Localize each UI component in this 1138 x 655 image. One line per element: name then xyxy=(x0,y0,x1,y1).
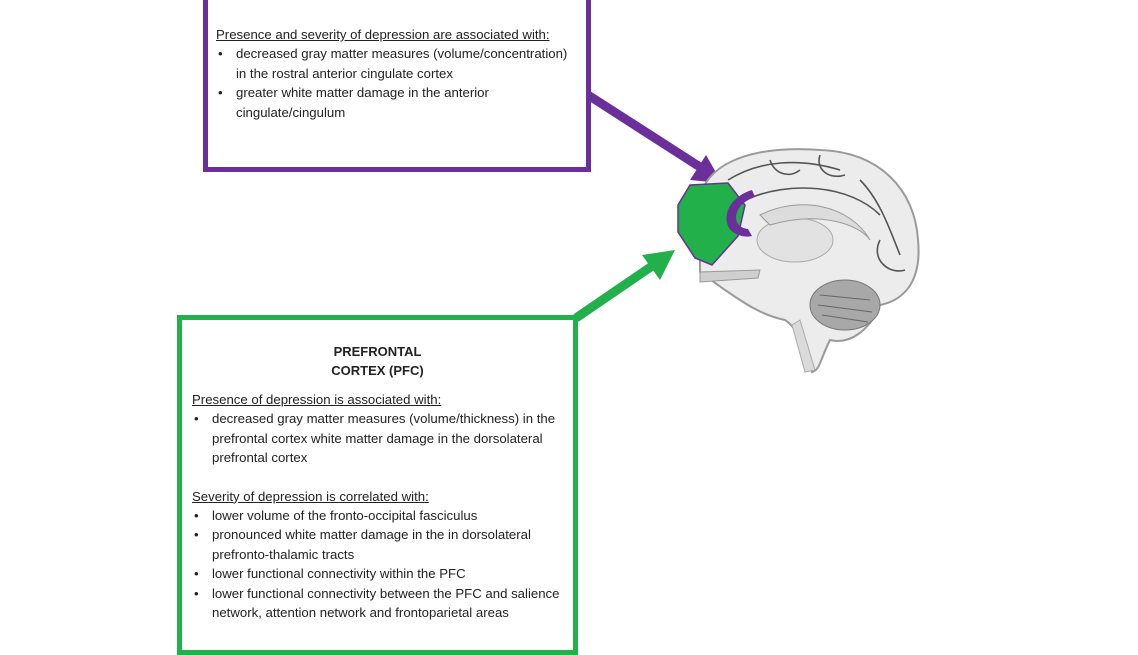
pfc-region xyxy=(677,182,746,266)
list-item: lower functional connectivity between th… xyxy=(192,584,562,623)
list-item: decreased gray matter measures (volume/t… xyxy=(192,409,562,467)
list-item: lower functional connectivity within the… xyxy=(192,564,562,584)
list-item: decreased gray matter measures (volume/c… xyxy=(216,44,576,83)
severity-list: lower volume of the fronto-occipital fas… xyxy=(192,506,562,622)
brain-illustration xyxy=(677,148,920,374)
list-item: lower volume of the fronto-occipital fas… xyxy=(192,506,562,526)
prefrontal-cortex-box: PREFRONTAL CORTEX (PFC) Presence of depr… xyxy=(177,315,578,655)
severity-heading: Severity of depression is correlated wit… xyxy=(192,488,429,504)
acc-region xyxy=(726,190,755,237)
presence-list: decreased gray matter measures (volume/t… xyxy=(192,409,562,467)
pfc-title-line2: CORTEX (PFC) xyxy=(331,363,424,378)
anterior-cingulate-box: Presence and severity of depression are … xyxy=(203,0,591,172)
acc-heading: Presence and severity of depression are … xyxy=(216,27,550,42)
presence-heading: Presence of depression is associated wit… xyxy=(192,392,442,407)
pfc-title-line1: PREFRONTAL xyxy=(333,344,422,359)
purple-arrow xyxy=(585,91,722,183)
acc-list: decreased gray matter measures (volume/c… xyxy=(216,44,576,122)
green-arrow xyxy=(573,250,675,322)
list-item: pronounced white matter damage in the in… xyxy=(192,525,562,564)
list-item: greater white matter damage in the anter… xyxy=(216,83,576,122)
diagram-graphics xyxy=(573,91,920,374)
